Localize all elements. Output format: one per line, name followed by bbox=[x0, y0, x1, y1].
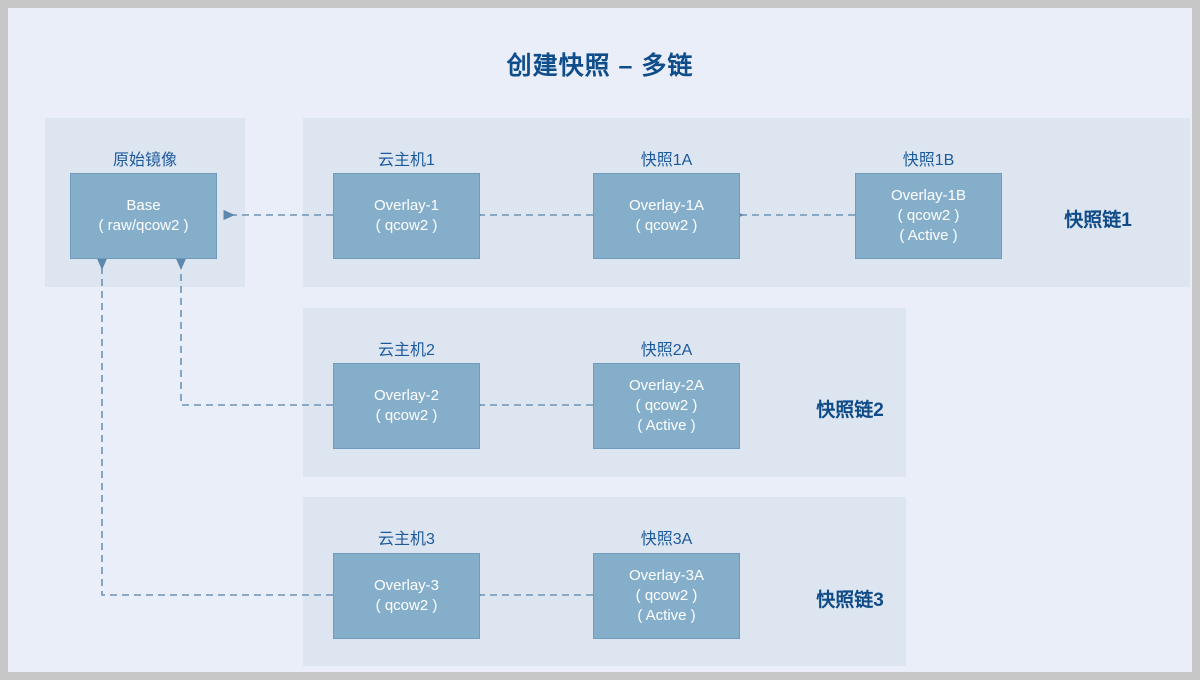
node-overlay-3-line2: ( qcow2 ) bbox=[375, 597, 438, 614]
caption-vm-1: 云主机1 bbox=[378, 152, 435, 169]
node-overlay-2a-line3: ( Active ) bbox=[637, 417, 696, 434]
node-overlay-2-line1: Overlay-2 bbox=[373, 387, 440, 404]
node-overlay-1a-line1: Overlay-1A bbox=[628, 197, 705, 214]
caption-vm-3: 云主机3 bbox=[378, 531, 435, 548]
node-overlay-1a[interactable]: Overlay-1A ( qcow2 ) bbox=[593, 173, 740, 259]
caption-original-image: 原始镜像 bbox=[112, 152, 177, 169]
chain-label-3: 快照链3 bbox=[816, 590, 884, 611]
node-overlay-1-line2: ( qcow2 ) bbox=[375, 217, 438, 234]
node-overlay-3[interactable]: Overlay-3 ( qcow2 ) bbox=[333, 553, 480, 639]
caption-snapshot-1a: 快照1A bbox=[640, 152, 693, 169]
node-overlay-1b[interactable]: Overlay-1B ( qcow2 ) ( Active ) bbox=[855, 173, 1002, 259]
node-overlay-1-line1: Overlay-1 bbox=[373, 197, 440, 214]
node-overlay-1b-line3: ( Active ) bbox=[899, 227, 958, 244]
node-overlay-2a-line2: ( qcow2 ) bbox=[635, 397, 698, 414]
chain-label-1: 快照链1 bbox=[1064, 210, 1132, 231]
node-base-line1: Base bbox=[126, 197, 161, 214]
node-overlay-1a-line2: ( qcow2 ) bbox=[635, 217, 698, 234]
node-overlay-2a[interactable]: Overlay-2A ( qcow2 ) ( Active ) bbox=[593, 363, 740, 449]
node-overlay-3a-line3: ( Active ) bbox=[637, 607, 696, 624]
node-overlay-2-line2: ( qcow2 ) bbox=[375, 407, 438, 424]
node-overlay-3a-line2: ( qcow2 ) bbox=[635, 587, 698, 604]
node-overlay-1b-line1: Overlay-1B bbox=[890, 187, 967, 204]
node-overlay-3a-line1: Overlay-3A bbox=[628, 567, 705, 584]
link-overlay-3-to-base bbox=[96, 258, 333, 596]
caption-snapshot-3a: 快照3A bbox=[640, 531, 693, 548]
node-base-line2: ( raw/qcow2 ) bbox=[98, 217, 189, 234]
node-overlay-1b-line2: ( qcow2 ) bbox=[897, 207, 960, 224]
caption-snapshot-1b: 快照1B bbox=[902, 152, 955, 169]
node-overlay-3-line1: Overlay-3 bbox=[373, 577, 440, 594]
caption-snapshot-2a: 快照2A bbox=[640, 342, 693, 359]
node-base[interactable]: Base ( raw/qcow2 ) bbox=[70, 173, 217, 259]
node-overlay-1[interactable]: Overlay-1 ( qcow2 ) bbox=[333, 173, 480, 259]
node-overlay-3a[interactable]: Overlay-3A ( qcow2 ) ( Active ) bbox=[593, 553, 740, 639]
page-title: 创建快照 – 多链 bbox=[506, 52, 694, 80]
node-overlay-2[interactable]: Overlay-2 ( qcow2 ) bbox=[333, 363, 480, 449]
caption-vm-2: 云主机2 bbox=[378, 342, 435, 359]
chain-label-2: 快照链2 bbox=[816, 400, 884, 421]
node-overlay-2a-line1: Overlay-2A bbox=[628, 377, 705, 394]
